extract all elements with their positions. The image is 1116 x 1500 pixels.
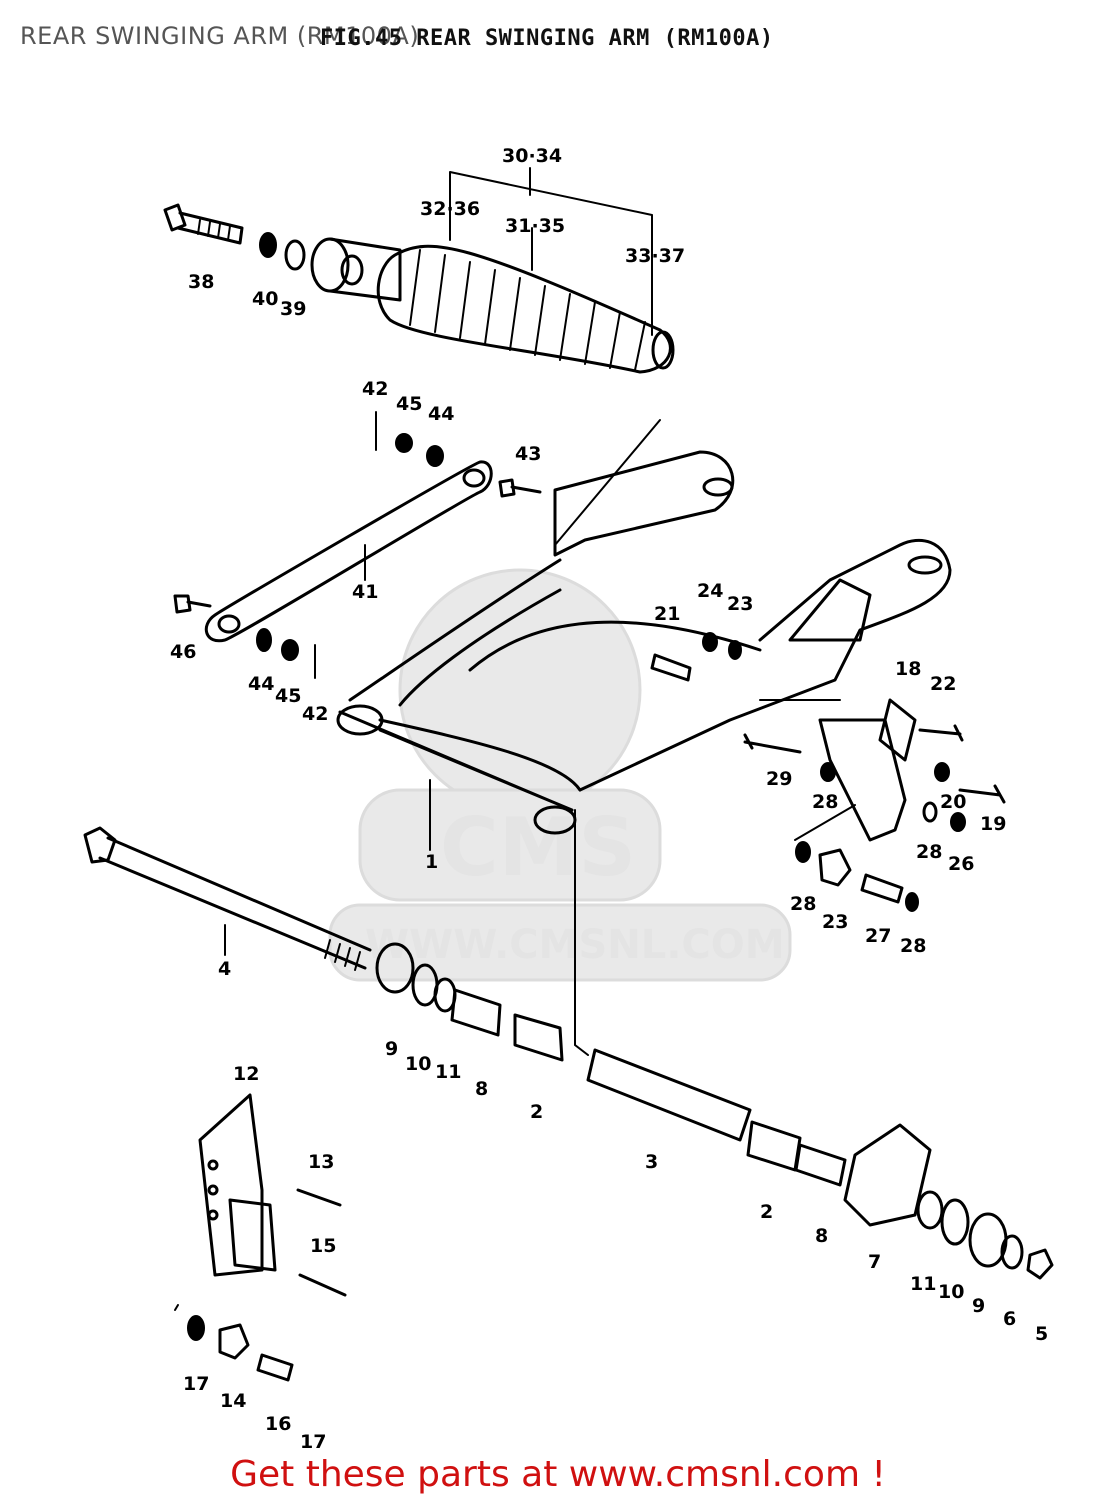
callout-labels: 30·34 32·36 31·35 33·37 38 40 39 42 45 4…: [170, 145, 1048, 1453]
label-1: 1: [425, 851, 438, 873]
label-16: 16: [265, 1413, 291, 1435]
label-3: 3: [645, 1151, 658, 1173]
seal-10-right: [940, 1198, 970, 1246]
shock-upper-bolt-38: [163, 203, 244, 245]
label-40: 40: [252, 288, 278, 310]
cmsnl-watermark: CMS WWW.CMSNL.COM: [328, 568, 792, 982]
washer-24: [702, 632, 718, 652]
cap-7: [843, 1123, 932, 1227]
label-23-upper: 23: [727, 593, 753, 615]
label-33-37: 33·37: [625, 245, 685, 267]
label-27: 27: [865, 925, 891, 947]
pivot-shaft-4: [83, 826, 372, 971]
watermark-badge: [358, 788, 662, 902]
washer-6: [1000, 1234, 1024, 1270]
label-9-right: 9: [972, 1295, 985, 1317]
label-14: 14: [220, 1390, 246, 1412]
label-45-upper: 45: [396, 393, 422, 415]
label-28-a: 28: [812, 791, 838, 813]
label-38: 38: [188, 271, 214, 293]
clip-23-upper: [728, 640, 742, 660]
label-7: 7: [868, 1251, 881, 1273]
label-28-b: 28: [916, 841, 942, 863]
page-title: REAR SWINGING ARM (RM100A): [20, 22, 420, 50]
label-23-lower: 23: [822, 911, 848, 933]
nut-14: [218, 1323, 250, 1360]
label-32-36: 32·36: [420, 198, 480, 220]
watermark-brand: CMS: [440, 801, 636, 894]
figure-caption: FIG.45 REAR SWINGING ARM (RM100A): [320, 26, 774, 51]
label-28-d: 28: [900, 935, 926, 957]
bolt-43: [498, 478, 542, 498]
bush-8-right: [794, 1143, 847, 1187]
label-15: 15: [310, 1235, 336, 1257]
label-11-right: 11: [910, 1273, 936, 1295]
fasteners-44-45-42-lower: [256, 628, 316, 679]
label-11-left: 11: [435, 1061, 461, 1083]
label-8-left: 8: [475, 1078, 488, 1100]
label-42-upper: 42: [362, 378, 388, 400]
spacer-16: [256, 1353, 294, 1382]
label-43: 43: [515, 443, 541, 465]
rear-shock-absorber: [310, 167, 675, 374]
label-5: 5: [1035, 1323, 1048, 1345]
label-10-right: 10: [938, 1281, 964, 1303]
label-2-right: 2: [760, 1201, 773, 1223]
label-44-lower: 44: [248, 673, 274, 695]
bush-8-left: [450, 988, 502, 1037]
label-39: 39: [280, 298, 306, 320]
sleeve-3: [586, 1048, 752, 1142]
label-12: 12: [233, 1063, 259, 1085]
label-31-35: 31·35: [505, 215, 565, 237]
leader-lines: [174, 419, 856, 1311]
label-17-right: 17: [300, 1431, 326, 1453]
label-13: 13: [308, 1151, 334, 1173]
washer-17: [187, 1315, 205, 1341]
bearing-2-right: [746, 1120, 802, 1172]
label-22: 22: [930, 673, 956, 695]
label-28-c: 28: [790, 893, 816, 915]
label-10-left: 10: [405, 1053, 431, 1075]
label-4: 4: [218, 958, 231, 980]
nut-5: [1026, 1248, 1054, 1280]
label-2-left: 2: [530, 1101, 543, 1123]
washer-9-left: [375, 942, 415, 994]
label-46: 46: [170, 641, 196, 663]
torque-rod-41: [204, 460, 493, 643]
label-42-lower: 42: [302, 703, 328, 725]
bolt-46: [173, 594, 212, 614]
label-29: 29: [766, 768, 792, 790]
washer-39: [284, 239, 306, 271]
label-21: 21: [654, 603, 680, 625]
chain-guide-12: [198, 1093, 347, 1297]
label-41: 41: [352, 581, 378, 603]
label-19: 19: [980, 813, 1006, 835]
washer-40: [259, 232, 277, 258]
spacer-11-right: [916, 1190, 944, 1230]
label-17-left: 17: [183, 1373, 209, 1395]
label-8-right: 8: [815, 1225, 828, 1247]
label-30-34: 30·34: [502, 145, 562, 167]
bearing-2-left: [513, 1013, 564, 1062]
washer-9-right: [968, 1212, 1008, 1268]
label-24: 24: [697, 580, 723, 602]
label-44-upper: 44: [428, 403, 454, 425]
label-9-left: 9: [385, 1038, 398, 1060]
footer-cta-link[interactable]: Get these parts at www.cmsnl.com !: [230, 1454, 886, 1495]
label-18: 18: [895, 658, 921, 680]
label-6: 6: [1003, 1308, 1016, 1330]
label-20: 20: [940, 791, 966, 813]
pin-21: [650, 653, 692, 682]
watermark-face-logo: [398, 568, 642, 812]
fasteners-42-45-44-upper: [375, 411, 444, 467]
label-26: 26: [948, 853, 974, 875]
label-45-lower: 45: [275, 685, 301, 707]
rear-brake-torque-bracket: [743, 698, 1006, 912]
